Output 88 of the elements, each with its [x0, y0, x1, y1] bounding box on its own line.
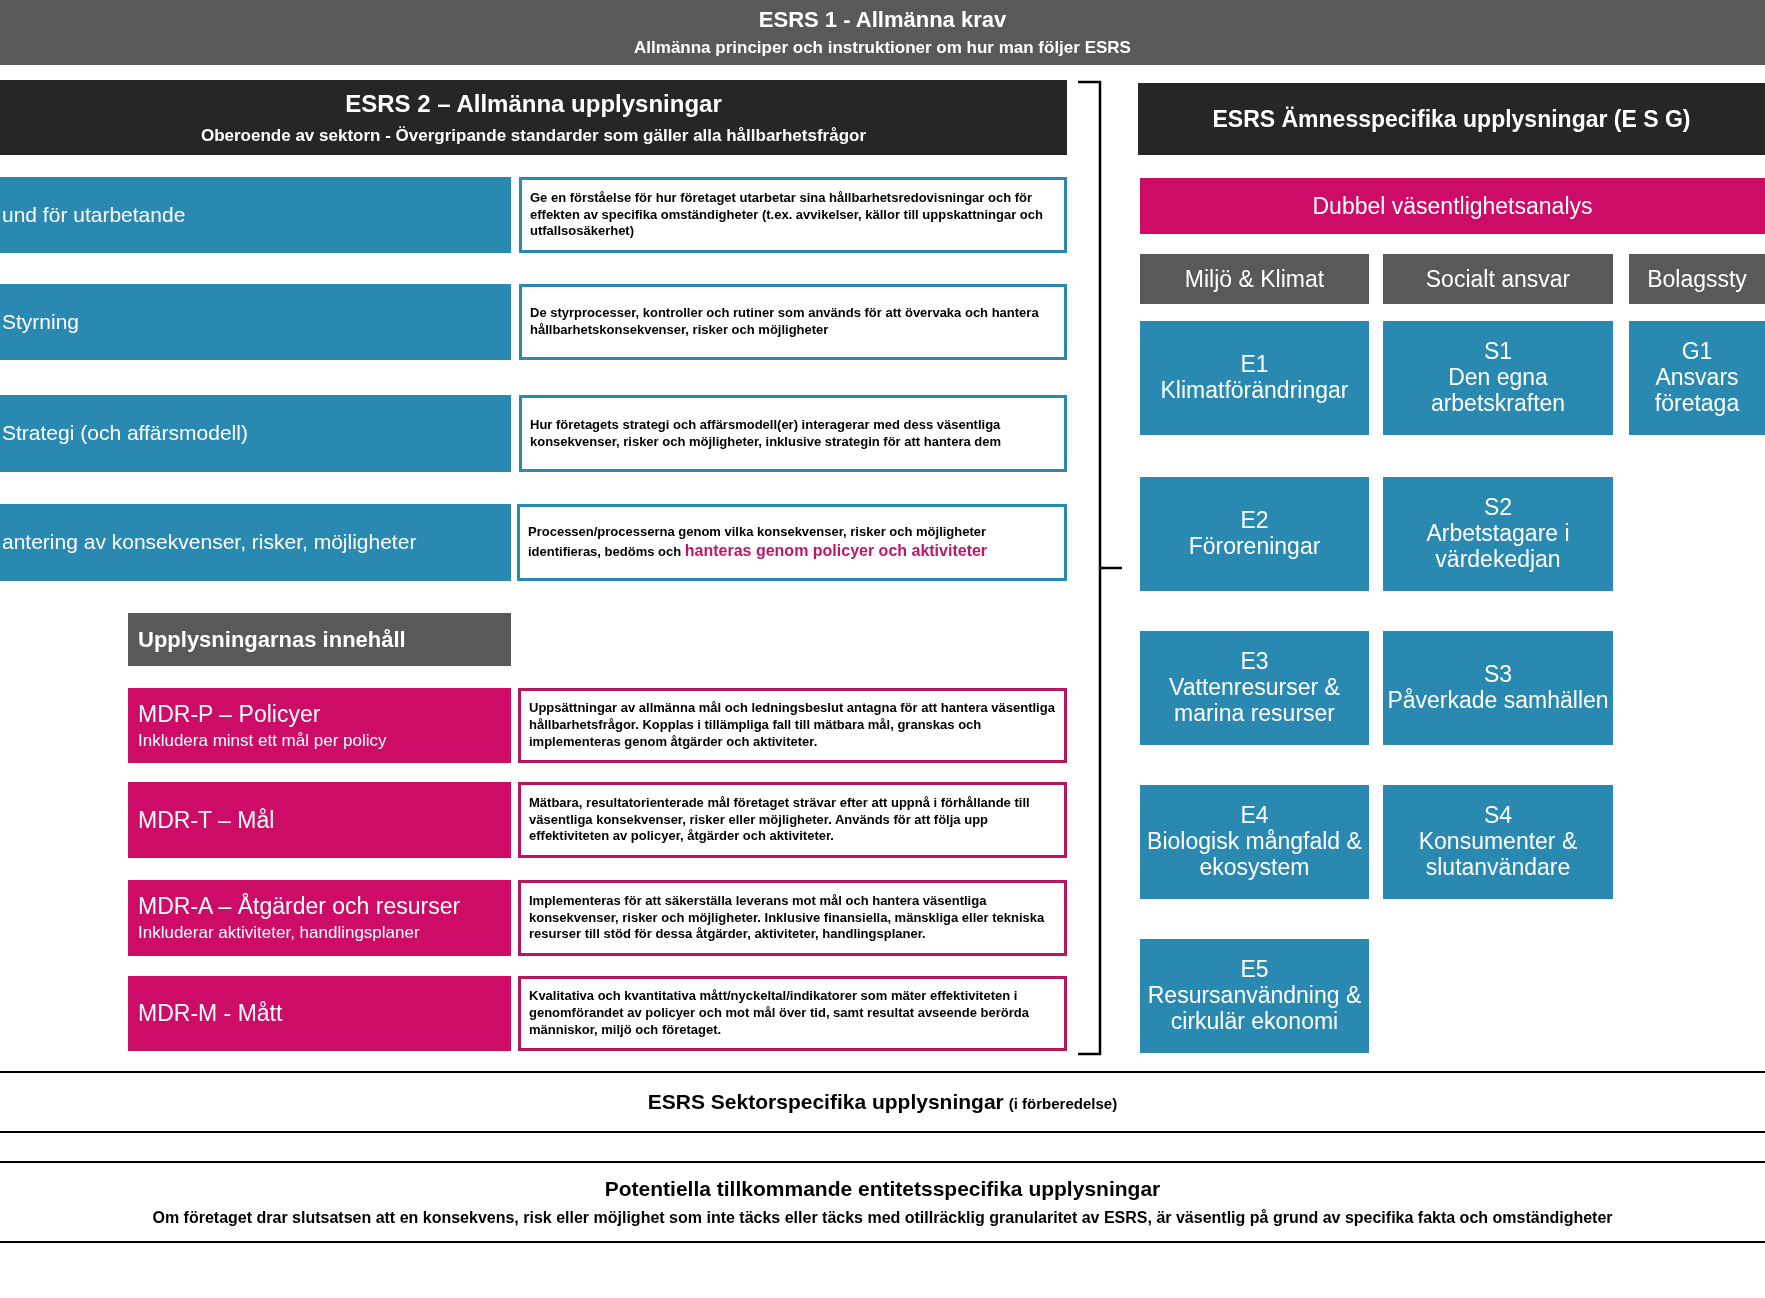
description-text: Implementeras för att säkerställa leverans mot mål och hantera väsentliga konsekvenser, risker och möjligheter. Inklusive finansiella, mänskliga eller tekniska resurser till stöd för dessa åtgärder, aktiviteter, handlingsplaner. — [529, 892, 1046, 944]
disclosure-title: MDR-A – Åtgärder och resurser — [138, 893, 461, 920]
disclosure-bar — [128, 782, 511, 858]
band-title: ESRS 1 - Allmänna krav — [758, 7, 1007, 33]
category-header — [1383, 254, 1613, 304]
band-subtitle: Om företaget drar slutsatsen att en konsekvens, risk eller möjlighet som inte täcks eller täcks med otillräcklig granularitet av ESRS, är väsentlig på grund av specifika fakta och omständigheter — [152, 1208, 1613, 1228]
description-text: Uppsättningar av allmänna mål och ledningsbeslut antagna för att hantera väsentliga hållbarhetsfrågor. Kopplas i tillämpliga fall till mätbara mål, granskas och implementeras genom åtgärder och aktiviteter. — [529, 700, 1056, 751]
header-title: ESRS 2 – Allmänna upplysningar — [345, 89, 722, 118]
standard-code: S1 — [1483, 339, 1513, 366]
disclosure-subtitle: Inkluderar aktiviteter, handlingsplaner — [138, 923, 420, 943]
section-header — [0, 80, 1067, 155]
topic-bar — [0, 177, 511, 253]
description-text: Mätbara, resultatorienterade mål företaget strävar efter att uppnå i förhållande till väsentliga konsekvenser, risker eller möjligheter. Används för att följa upp effektiviteten av policyer, åtgärder och aktiviteter. — [529, 794, 1031, 846]
section-header — [1138, 83, 1765, 155]
standard-tile — [1140, 939, 1369, 1053]
description-panel — [518, 688, 1067, 763]
standard-code: E4 — [1240, 803, 1269, 829]
standard-tile — [1140, 321, 1369, 435]
disclosure-bar — [128, 688, 511, 763]
standard-tile — [1140, 785, 1369, 899]
standard-name: Den egna arbetskraften — [1429, 365, 1567, 417]
standard-name: Påverkade samhällen — [1387, 688, 1609, 714]
disclosure-bar — [128, 976, 511, 1051]
description-text: Kvalitativa och kvantitativa mått/nyckeltal/indikatorer som mäter effektiviteten i genomförandet av policyer och mot mål över tid, samt resultat avseende berörda människor, miljö och företaget. — [529, 988, 1030, 1039]
header-title: ESRS Ämnesspecifika upplysningar (E S G) — [1212, 105, 1691, 133]
standard-tile — [1383, 321, 1613, 435]
category-label: Bolagssty — [1647, 265, 1747, 293]
description-panel — [519, 177, 1067, 253]
standard-code: S3 — [1483, 662, 1513, 688]
standard-code: G1 — [1681, 339, 1713, 366]
standard-code: E2 — [1240, 508, 1269, 534]
standard-name: Resursanvändning & cirkulär ekonomi — [1146, 983, 1363, 1035]
disclosure-title: MDR-P – Policyer — [138, 700, 321, 727]
standard-code: E5 — [1240, 957, 1269, 984]
description-panel — [519, 395, 1067, 472]
description-panel — [518, 880, 1067, 956]
category-header — [1140, 254, 1369, 304]
topic-bar — [0, 284, 511, 360]
analysis-bar — [1140, 178, 1765, 234]
standard-tile — [1383, 785, 1613, 899]
topic-label: und för utarbetande — [2, 202, 186, 228]
band-subtitle: Allmänna principer och instruktioner om hur man följer ESRS — [634, 38, 1131, 58]
disclosure-title: MDR-T – Mål — [138, 806, 275, 834]
description-text: De styrprocesser, kontroller och rutiner som används för att övervaka och hantera hållbarhetskonsekvenser, risker och möjligheter — [530, 305, 1040, 339]
disclosure-title: MDR-M - Mått — [138, 1000, 283, 1027]
description-panel — [518, 782, 1067, 858]
analysis-label: Dubbel väsentlighetsanalys — [1312, 192, 1593, 220]
category-header — [1629, 254, 1765, 304]
topic-label: Styrning — [2, 309, 80, 335]
standard-code: E1 — [1240, 352, 1269, 378]
band-title: Potentiella tillkommande entitetsspecifika upplysningar — [604, 1176, 1161, 1201]
description-panel — [518, 976, 1067, 1051]
standard-code: S4 — [1483, 803, 1513, 830]
entity-band — [0, 1161, 1765, 1243]
standard-name: Konsumenter & slutanvändare — [1417, 829, 1579, 881]
standard-code: E3 — [1240, 649, 1269, 676]
description-text: Ge en förståelse för hur företaget utarbetar sina hållbarhetsredovisningar och för effekten av specifika omständigheter (t.ex. avvikelser, källor till uppskattningar och utfallsosäkerhet) — [530, 189, 1044, 241]
standard-name: Biologisk mångfald & ekosystem — [1146, 829, 1363, 881]
disclosure-subtitle: Inkludera minst ett mål per policy — [138, 730, 387, 751]
standard-tile — [1629, 321, 1765, 435]
description-text: Hur företagets strategi och affärsmodell(er) interagerar med dess väsentliga konsekvenser, risker och möjligheter, inklusive strategin för att hantera dem — [530, 416, 1003, 451]
standard-name: Föroreningar — [1188, 534, 1321, 560]
topic-label: Strategi (och affärsmodell) — [2, 421, 248, 446]
category-label: Socialt ansvar — [1425, 265, 1571, 293]
sector-band — [0, 1071, 1765, 1133]
topic-label: antering av konsekvenser, risker, möjligheter — [2, 530, 417, 555]
heading-bar — [128, 613, 511, 666]
description-panel — [519, 284, 1067, 360]
standard-tile — [1383, 631, 1613, 745]
disclosure-bar — [128, 880, 511, 956]
topic-bar — [0, 504, 511, 581]
standard-name: Arbetstagare i värdekedjan — [1425, 521, 1571, 573]
band-title: ESRS Sektorspecifika upplysningar — [647, 1089, 1004, 1115]
description-panel — [517, 504, 1067, 581]
description-text: Processen/processerna genom vilka konsekvenser, risker och möjligheter identifieras, bedöms och hanteras genom policyer och aktiviteter — [528, 523, 989, 561]
topic-bar — [0, 395, 511, 472]
standard-name: Vattenresurser & marina resurser — [1168, 675, 1341, 727]
heading-label: Upplysningarnas innehåll — [138, 626, 406, 653]
standard-name: Ansvars företaga — [1653, 365, 1741, 417]
standard-code: S2 — [1483, 495, 1513, 522]
standard-name: Klimatförändringar — [1160, 378, 1349, 404]
standard-tile — [1140, 631, 1369, 745]
header-subtitle: Oberoende av sektorn - Övergripande standarder som gäller alla hållbarhetsfrågor — [200, 125, 867, 146]
standard-band — [0, 0, 1765, 65]
standard-tile — [1383, 477, 1613, 591]
standard-tile — [1140, 477, 1369, 591]
category-label: Miljö & Klimat — [1184, 265, 1325, 293]
band-note: (i förberedelse) — [1008, 1094, 1118, 1113]
